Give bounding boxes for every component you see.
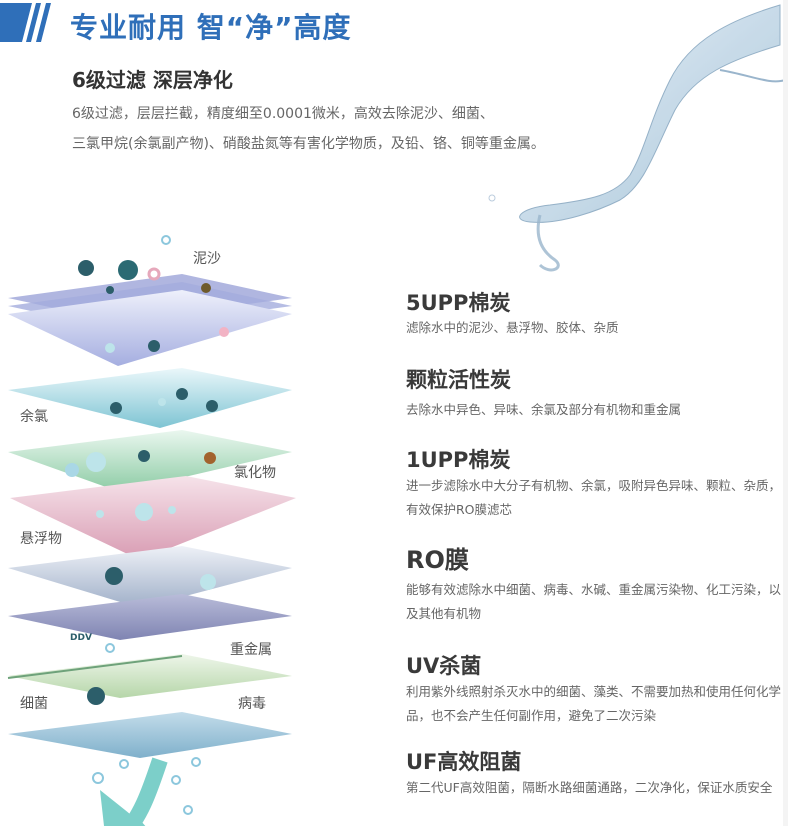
feature-title-5upp: 5UPP棉炭	[406, 291, 511, 315]
feature-title-ro: RO膜	[406, 546, 469, 574]
page-title: 专业耐用 智“净”高度	[70, 11, 352, 44]
filter-layers-diagram	[7, 235, 296, 826]
label-ddv: DDV	[70, 633, 92, 643]
layer-1upp	[8, 430, 292, 492]
label-heavy-metal: 重金属	[230, 642, 272, 658]
layer-ro	[8, 546, 292, 608]
section-subtitle: 6级过滤 深层净化	[72, 68, 233, 92]
feature-desc-activated-carbon: 去除水中异色、异味、余氯及部分有机物和重金属	[406, 402, 682, 417]
layer-uv	[8, 594, 292, 640]
label-chloride: 氯化物	[234, 465, 276, 481]
layer-activated-carbon	[8, 368, 292, 428]
label-sand: 泥沙	[193, 251, 221, 267]
feature-desc-1upp: 进一步滤除水中大分子有机物、余氯，吸附异色异味、颗粒、杂质，有效保护RO膜滤芯	[406, 478, 782, 517]
water-splash-image	[488, 4, 786, 272]
label-suspended: 悬浮物	[20, 531, 62, 547]
intro-line-1: 6级过滤，层层拦截，精度细至0.0001微米，高效去除泥沙、细菌、	[72, 106, 494, 122]
feature-desc-uf: 第二代UF高效阻菌，隔断水路细菌通路，二次净化，保证水质安全	[406, 780, 773, 795]
flow-arrow-icon	[120, 757, 168, 826]
layer-uf	[8, 712, 292, 758]
feature-desc-uv: 利用紫外线照射杀灭水中的细菌、藻类、不需要加热和使用任何化学品，也不会产生任何副…	[406, 684, 782, 723]
layer-green	[8, 654, 292, 698]
right-border	[783, 0, 788, 826]
feature-title-1upp: 1UPP棉炭	[406, 448, 511, 472]
feature-desc-5upp: 滤除水中的泥沙、悬浮物、胶体、杂质	[406, 320, 619, 335]
slash-logo-icon	[0, 3, 51, 42]
label-residual-chlorine: 余氯	[20, 409, 48, 425]
layer-pink	[10, 476, 296, 560]
feature-desc-ro: 能够有效滤除水中细菌、病毒、水碱、重金属污染物、化工污染，以及其他有机物	[406, 582, 782, 621]
label-bacteria: 细菌	[20, 696, 48, 712]
intro-line-2: 三氯甲烷(余氯副产物)、硝酸盐氮等有害化学物质，及铅、铬、铜等重金属。	[72, 136, 545, 152]
layer-5upp	[8, 274, 292, 366]
label-virus: 病毒	[238, 696, 266, 712]
feature-title-activated-carbon: 颗粒活性炭	[406, 368, 511, 392]
feature-title-uv: UV杀菌	[406, 654, 482, 678]
feature-title-uf: UF高效阻菌	[406, 750, 522, 774]
